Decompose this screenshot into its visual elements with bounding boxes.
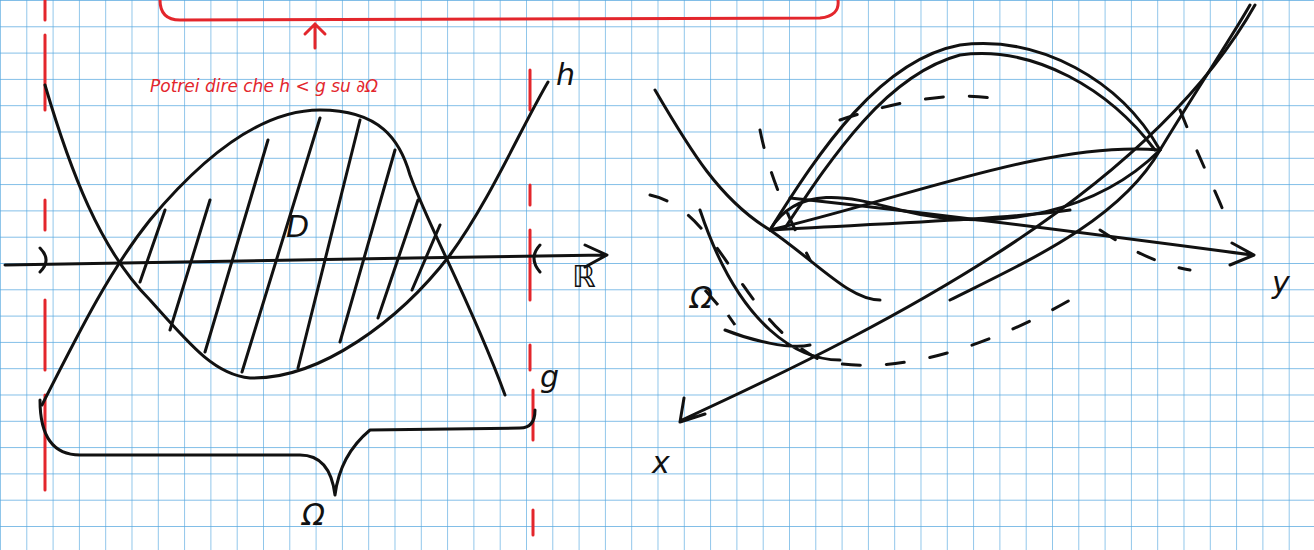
curve-label: g <box>540 362 559 392</box>
axis-label: ℝ <box>572 262 596 292</box>
curve-label: h <box>556 60 575 90</box>
axis-label: y <box>1272 268 1290 298</box>
axis-label: x <box>652 448 670 478</box>
domain-label: Ω <box>690 283 713 313</box>
domain-label: Ω <box>302 500 325 530</box>
margin-note: Potrei dire che h < g su ∂Ω <box>150 78 378 95</box>
region-label: D <box>286 212 309 242</box>
